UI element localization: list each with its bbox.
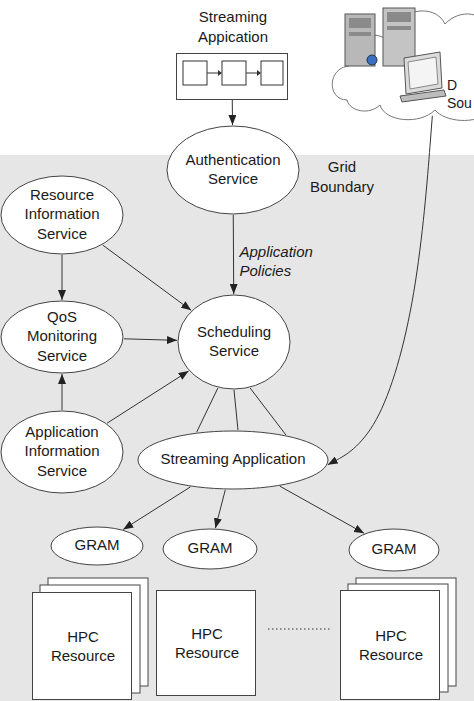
laptop-display: [408, 57, 438, 89]
stack-layer: [40, 585, 140, 693]
resource-box: HPC Resource: [156, 590, 256, 696]
flow-arrow: [103, 245, 191, 310]
flow-arrow: [197, 388, 218, 432]
globe-badge: [367, 55, 377, 65]
service-ellipse: Resource Information Service: [0, 175, 124, 255]
ellipse-shape: [163, 529, 257, 569]
laptop-screen: [404, 52, 442, 94]
gram-ellipse: GRAM: [348, 528, 440, 572]
cloud-shape: [332, 11, 474, 121]
flow-arrow: [280, 486, 364, 533]
stack-layer: [356, 578, 456, 686]
server-bay: [349, 32, 371, 36]
node-label: Application Information Service: [16, 422, 108, 481]
service-ellipse: Application Information Service: [0, 410, 124, 494]
stage-arrow: [257, 70, 261, 76]
node-label: QoS Monitoring Service: [16, 307, 108, 366]
node-label: Resource Information Service: [16, 185, 108, 244]
ellipsis-dots: [268, 628, 330, 629]
flow-arrow: [62, 255, 63, 300]
node-label: Streaming Appication: [163, 7, 303, 46]
edge-label: Application Policies: [239, 242, 325, 281]
stage-square: [183, 61, 207, 85]
stage-arrow: [218, 70, 222, 76]
resource-box: HPC Resource: [340, 590, 440, 700]
ellipse-shape: [167, 126, 299, 214]
node-label: HPC Resource: [47, 627, 119, 666]
flow-arrow: [232, 100, 233, 125]
server-tower: [383, 8, 415, 66]
gram-ellipse: GRAM: [162, 528, 258, 570]
ellipse-shape: [178, 295, 290, 389]
node-label: HPC Resource: [171, 624, 243, 663]
node-label: Grid Boundary: [302, 157, 382, 196]
stack-layer: [348, 584, 448, 692]
data-cloud: D Sou: [325, 0, 474, 122]
node-label: GRAM: [170, 538, 250, 558]
server-bay: [387, 12, 411, 22]
stage-square: [222, 61, 246, 85]
node-label: Scheduling Service: [192, 322, 276, 361]
node-label: GRAM: [57, 535, 137, 555]
flow-arrow: [234, 390, 238, 430]
service-ellipse: QoS Monitoring Service: [0, 300, 124, 374]
flow-arrow: [250, 388, 286, 435]
application-box: Streaming Appication: [176, 53, 288, 100]
service-ellipse: Scheduling Service: [177, 294, 291, 390]
ellipse-shape: [51, 527, 143, 565]
gram-ellipse: GRAM: [50, 526, 144, 566]
server-bay: [349, 18, 371, 28]
node-label: D Sou: [447, 76, 474, 112]
stage-square: [261, 61, 283, 85]
stack-layer: [48, 578, 148, 686]
ellipse-shape: [1, 301, 123, 373]
laptop-base: [400, 90, 446, 102]
stage-arrow: [246, 73, 257, 74]
service-ellipse: Authentication Service: [166, 125, 300, 215]
flow-arrow: [124, 339, 177, 341]
flow-arrow: [233, 215, 234, 294]
server-bay: [387, 26, 411, 30]
application-ellipse: Streaming Application: [137, 430, 329, 490]
node-label: HPC Resource: [355, 626, 427, 665]
node-label: Authentication Service: [178, 150, 288, 189]
server-tower: [345, 14, 375, 66]
ellipse-shape: [1, 176, 123, 254]
grid-band: Grid BoundaryResource Information Servic…: [0, 155, 474, 701]
node-label: GRAM: [354, 539, 434, 559]
stage-arrow: [207, 73, 218, 74]
node-label: Streaming Application: [143, 449, 323, 469]
ellipse-shape: [138, 431, 328, 489]
ellipse-shape: [349, 529, 439, 571]
flow-arrow: [62, 374, 63, 410]
flow-arrow: [215, 490, 225, 528]
flow-arrow: [328, 116, 433, 465]
resource-box: HPC Resource: [32, 592, 132, 700]
ellipse-shape: [1, 411, 123, 493]
laptop-icon: [400, 52, 446, 102]
flow-arrow: [123, 487, 190, 530]
pipeline-icon: [183, 61, 283, 85]
flow-arrow: [107, 371, 189, 423]
server-icon: [345, 8, 415, 66]
